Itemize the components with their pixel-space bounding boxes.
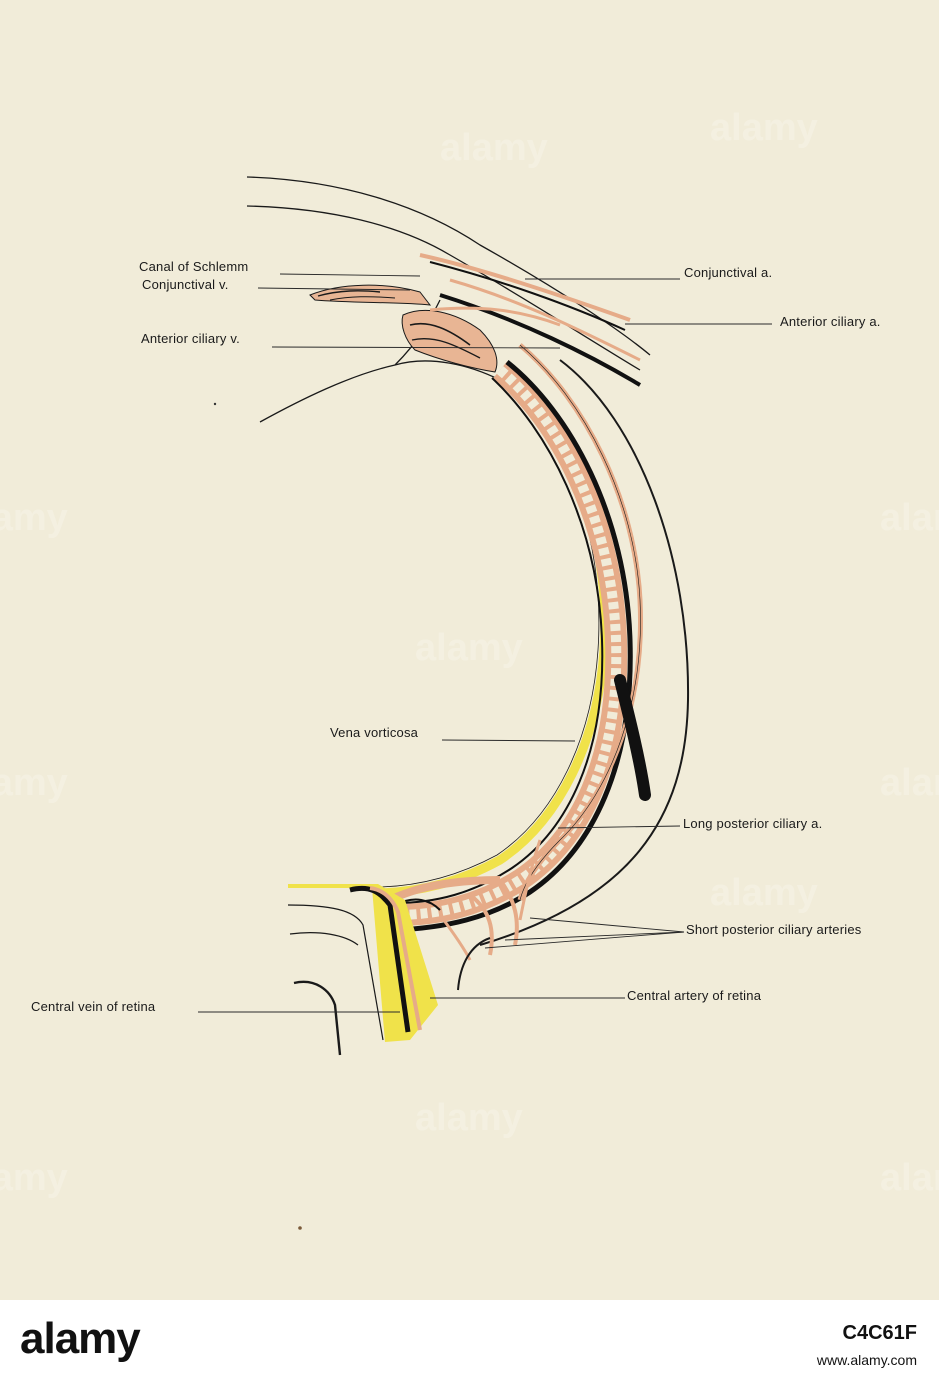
watermark: alamy xyxy=(440,127,548,169)
label-central-artery-of-retina: Central artery of retina xyxy=(627,988,762,1003)
ink-speck xyxy=(213,402,217,406)
vena-vorticosa-vessel xyxy=(614,674,651,801)
illustration-plate: alamy alamy alamy alamy alamy alamy alam… xyxy=(0,0,939,1300)
watermark: alamy xyxy=(880,497,939,539)
label-canal-of-schlemm: Canal of Schlemm xyxy=(139,259,248,274)
optic-nerve xyxy=(287,884,491,1056)
sclera-outline xyxy=(479,359,690,946)
watermark: alamy xyxy=(415,627,523,669)
watermark: alamy xyxy=(415,1097,523,1139)
label-central-vein-of-retina: Central vein of retina xyxy=(31,999,156,1014)
site-url: www.alamy.com xyxy=(816,1352,917,1368)
label-conjunctival-v: Conjunctival v. xyxy=(142,277,229,292)
stock-footer: alamy C4C61F www.alamy.com xyxy=(0,1300,939,1390)
leader-lines xyxy=(198,273,772,1013)
ciliary-region xyxy=(309,284,498,373)
alamy-logo: alamy xyxy=(20,1314,141,1363)
anterior-vessels xyxy=(419,253,642,387)
posterior-ciliary-network xyxy=(388,839,542,961)
watermark: alamy xyxy=(0,1157,68,1199)
label-anterior-ciliary-a: Anterior ciliary a. xyxy=(780,314,881,329)
eye-vascular-diagram: alamy alamy alamy alamy alamy alamy alam… xyxy=(0,107,939,1230)
watermark: alamy xyxy=(710,107,818,149)
watermark: alamy xyxy=(880,1157,939,1199)
label-conjunctival-a: Conjunctival a. xyxy=(684,265,772,280)
image-id: C4C61F xyxy=(842,1322,917,1344)
label-short-posterior-ciliary-arteries: Short posterior ciliary arteries xyxy=(686,922,862,937)
watermark-layer: alamy alamy alamy alamy alamy alamy alam… xyxy=(0,107,939,1199)
label-vena-vorticosa: Vena vorticosa xyxy=(330,725,419,740)
watermark: alamy xyxy=(880,762,939,804)
annotation-labels: Canal of Schlemm Conjunctival v. Anterio… xyxy=(31,259,881,1014)
label-anterior-ciliary-v: Anterior ciliary v. xyxy=(141,331,240,346)
label-long-posterior-ciliary-a: Long posterior ciliary a. xyxy=(683,816,822,831)
watermark: alamy xyxy=(0,497,68,539)
watermark: alamy xyxy=(0,762,68,804)
ink-speck xyxy=(298,1226,302,1230)
watermark: alamy xyxy=(710,872,818,914)
